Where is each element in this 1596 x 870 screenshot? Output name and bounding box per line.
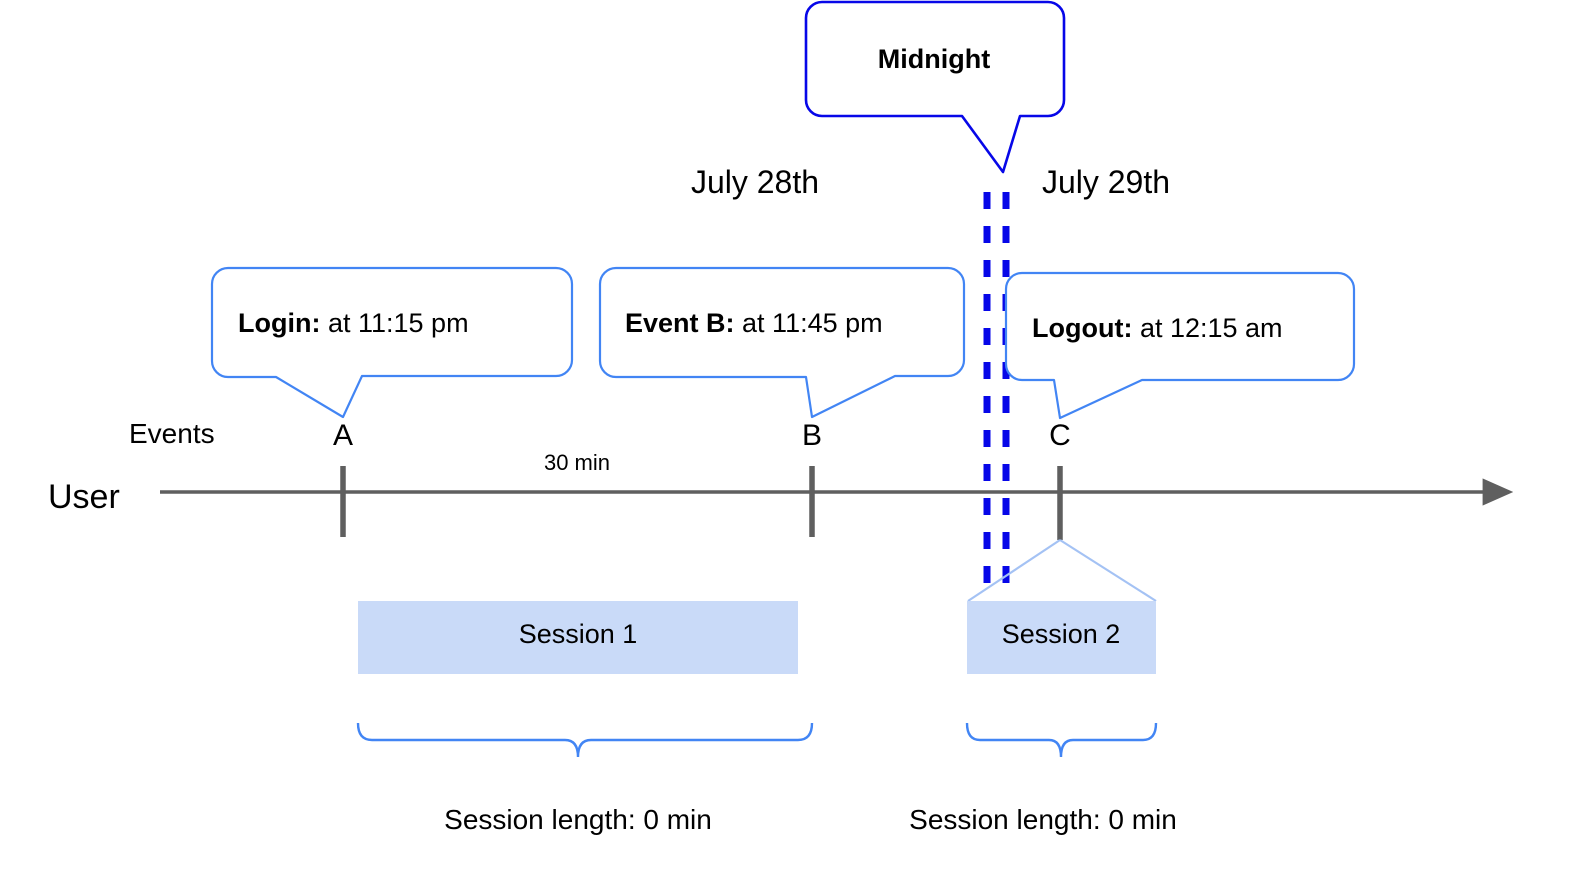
date-label-july-29: July 29th: [1042, 164, 1170, 200]
session-2-bar: [967, 601, 1156, 674]
midnight-callout-bubble: [804, 0, 1066, 174]
callout-login-text: Login: at 11:15 pm: [238, 308, 469, 338]
callout-event-b-bubble: [598, 266, 966, 419]
session-length-labels: Session length: 0 min Session length: 0 …: [444, 804, 1177, 835]
session-2-length-label: Session length: 0 min: [909, 804, 1177, 835]
session-2-connector-right: [1059, 539, 1157, 602]
session-1-brace: [356, 722, 814, 758]
callout-login: Login: at 11:15 pm: [210, 266, 574, 419]
event-letter-c: C: [1049, 419, 1071, 452]
event-letter-b: B: [802, 419, 822, 452]
session-2-brace: [965, 722, 1158, 758]
callout-login-bold: Login:: [238, 308, 320, 338]
session-2-connector: [967, 539, 1157, 602]
callout-logout-bubble: [1004, 271, 1356, 420]
session-1-label: Session 1: [519, 619, 638, 649]
duration-label-30-min: 30 min: [544, 450, 610, 475]
callout-logout-bold: Logout:: [1032, 313, 1132, 343]
callout-event-b-rest: at 11:45 pm: [735, 308, 883, 338]
event-letter-a: A: [333, 419, 353, 452]
date-label-july-28: July 28th: [691, 164, 819, 200]
date-labels: July 28th July 29th: [691, 164, 1170, 200]
callout-logout-text: Logout: at 12:15 am: [1032, 313, 1283, 343]
midnight-label: Midnight: [878, 44, 990, 74]
session-1-length-label: Session length: 0 min: [444, 804, 712, 835]
session-1-bar: [358, 601, 798, 674]
callout-logout: Logout: at 12:15 am: [1004, 271, 1356, 420]
event-letters: A B C: [333, 419, 1071, 452]
callout-event-b-bold: Event B:: [625, 308, 735, 338]
callout-logout-rest: at 12:15 am: [1132, 313, 1282, 343]
session-2-connector-left: [967, 539, 1061, 602]
session-braces: [356, 722, 1158, 758]
timeline-axis: [160, 466, 1514, 540]
callout-login-rest: at 11:15 pm: [320, 308, 468, 338]
callout-event-b: Event B: at 11:45 pm: [598, 266, 966, 419]
session-bars: Session 1 Session 2: [358, 601, 1156, 674]
callout-event-b-text: Event B: at 11:45 pm: [625, 308, 883, 338]
midnight-divider-lines: [983, 192, 1010, 592]
user-row-label: User: [48, 478, 120, 516]
midnight-callout: Midnight: [804, 0, 1066, 174]
session-2-label: Session 2: [1002, 619, 1121, 649]
events-row-label: Events: [129, 418, 215, 449]
callout-login-bubble: [210, 266, 574, 419]
